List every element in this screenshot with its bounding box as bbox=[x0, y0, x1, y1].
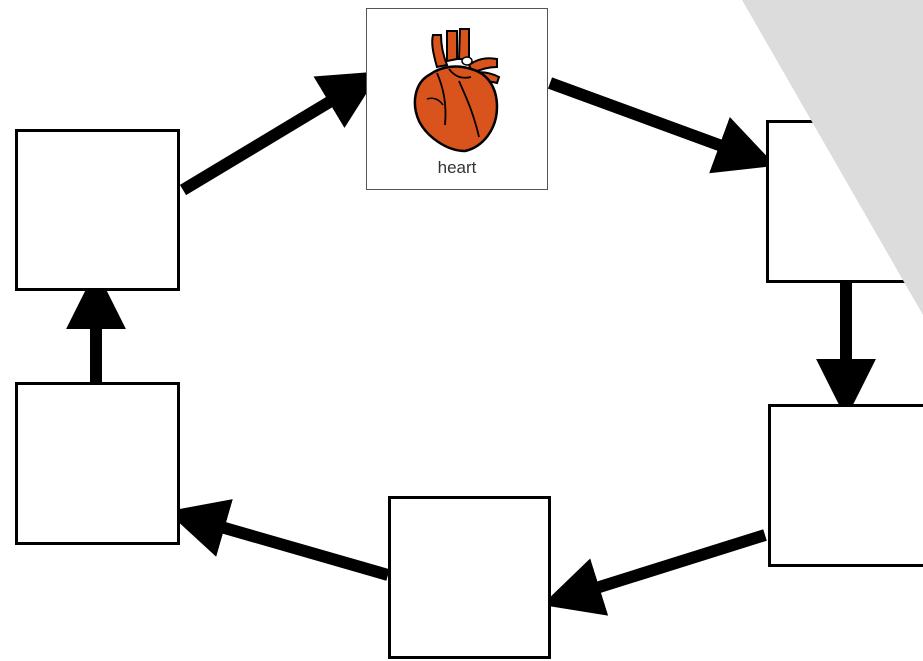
arrow-right-bottom-to-bottom bbox=[558, 535, 765, 600]
heart-icon bbox=[407, 25, 507, 155]
node-heart: heart bbox=[366, 8, 548, 190]
heart-label: heart bbox=[367, 158, 547, 178]
arrow-heart-to-right-top bbox=[550, 83, 760, 160]
node-right-top bbox=[766, 120, 923, 283]
node-left-top bbox=[15, 129, 180, 291]
arrow-bottom-to-left-bottom bbox=[183, 516, 388, 575]
node-right-bottom bbox=[768, 404, 923, 567]
node-left-bottom bbox=[15, 382, 180, 545]
node-bottom bbox=[388, 496, 551, 659]
arrow-left-top-to-heart bbox=[183, 80, 366, 190]
